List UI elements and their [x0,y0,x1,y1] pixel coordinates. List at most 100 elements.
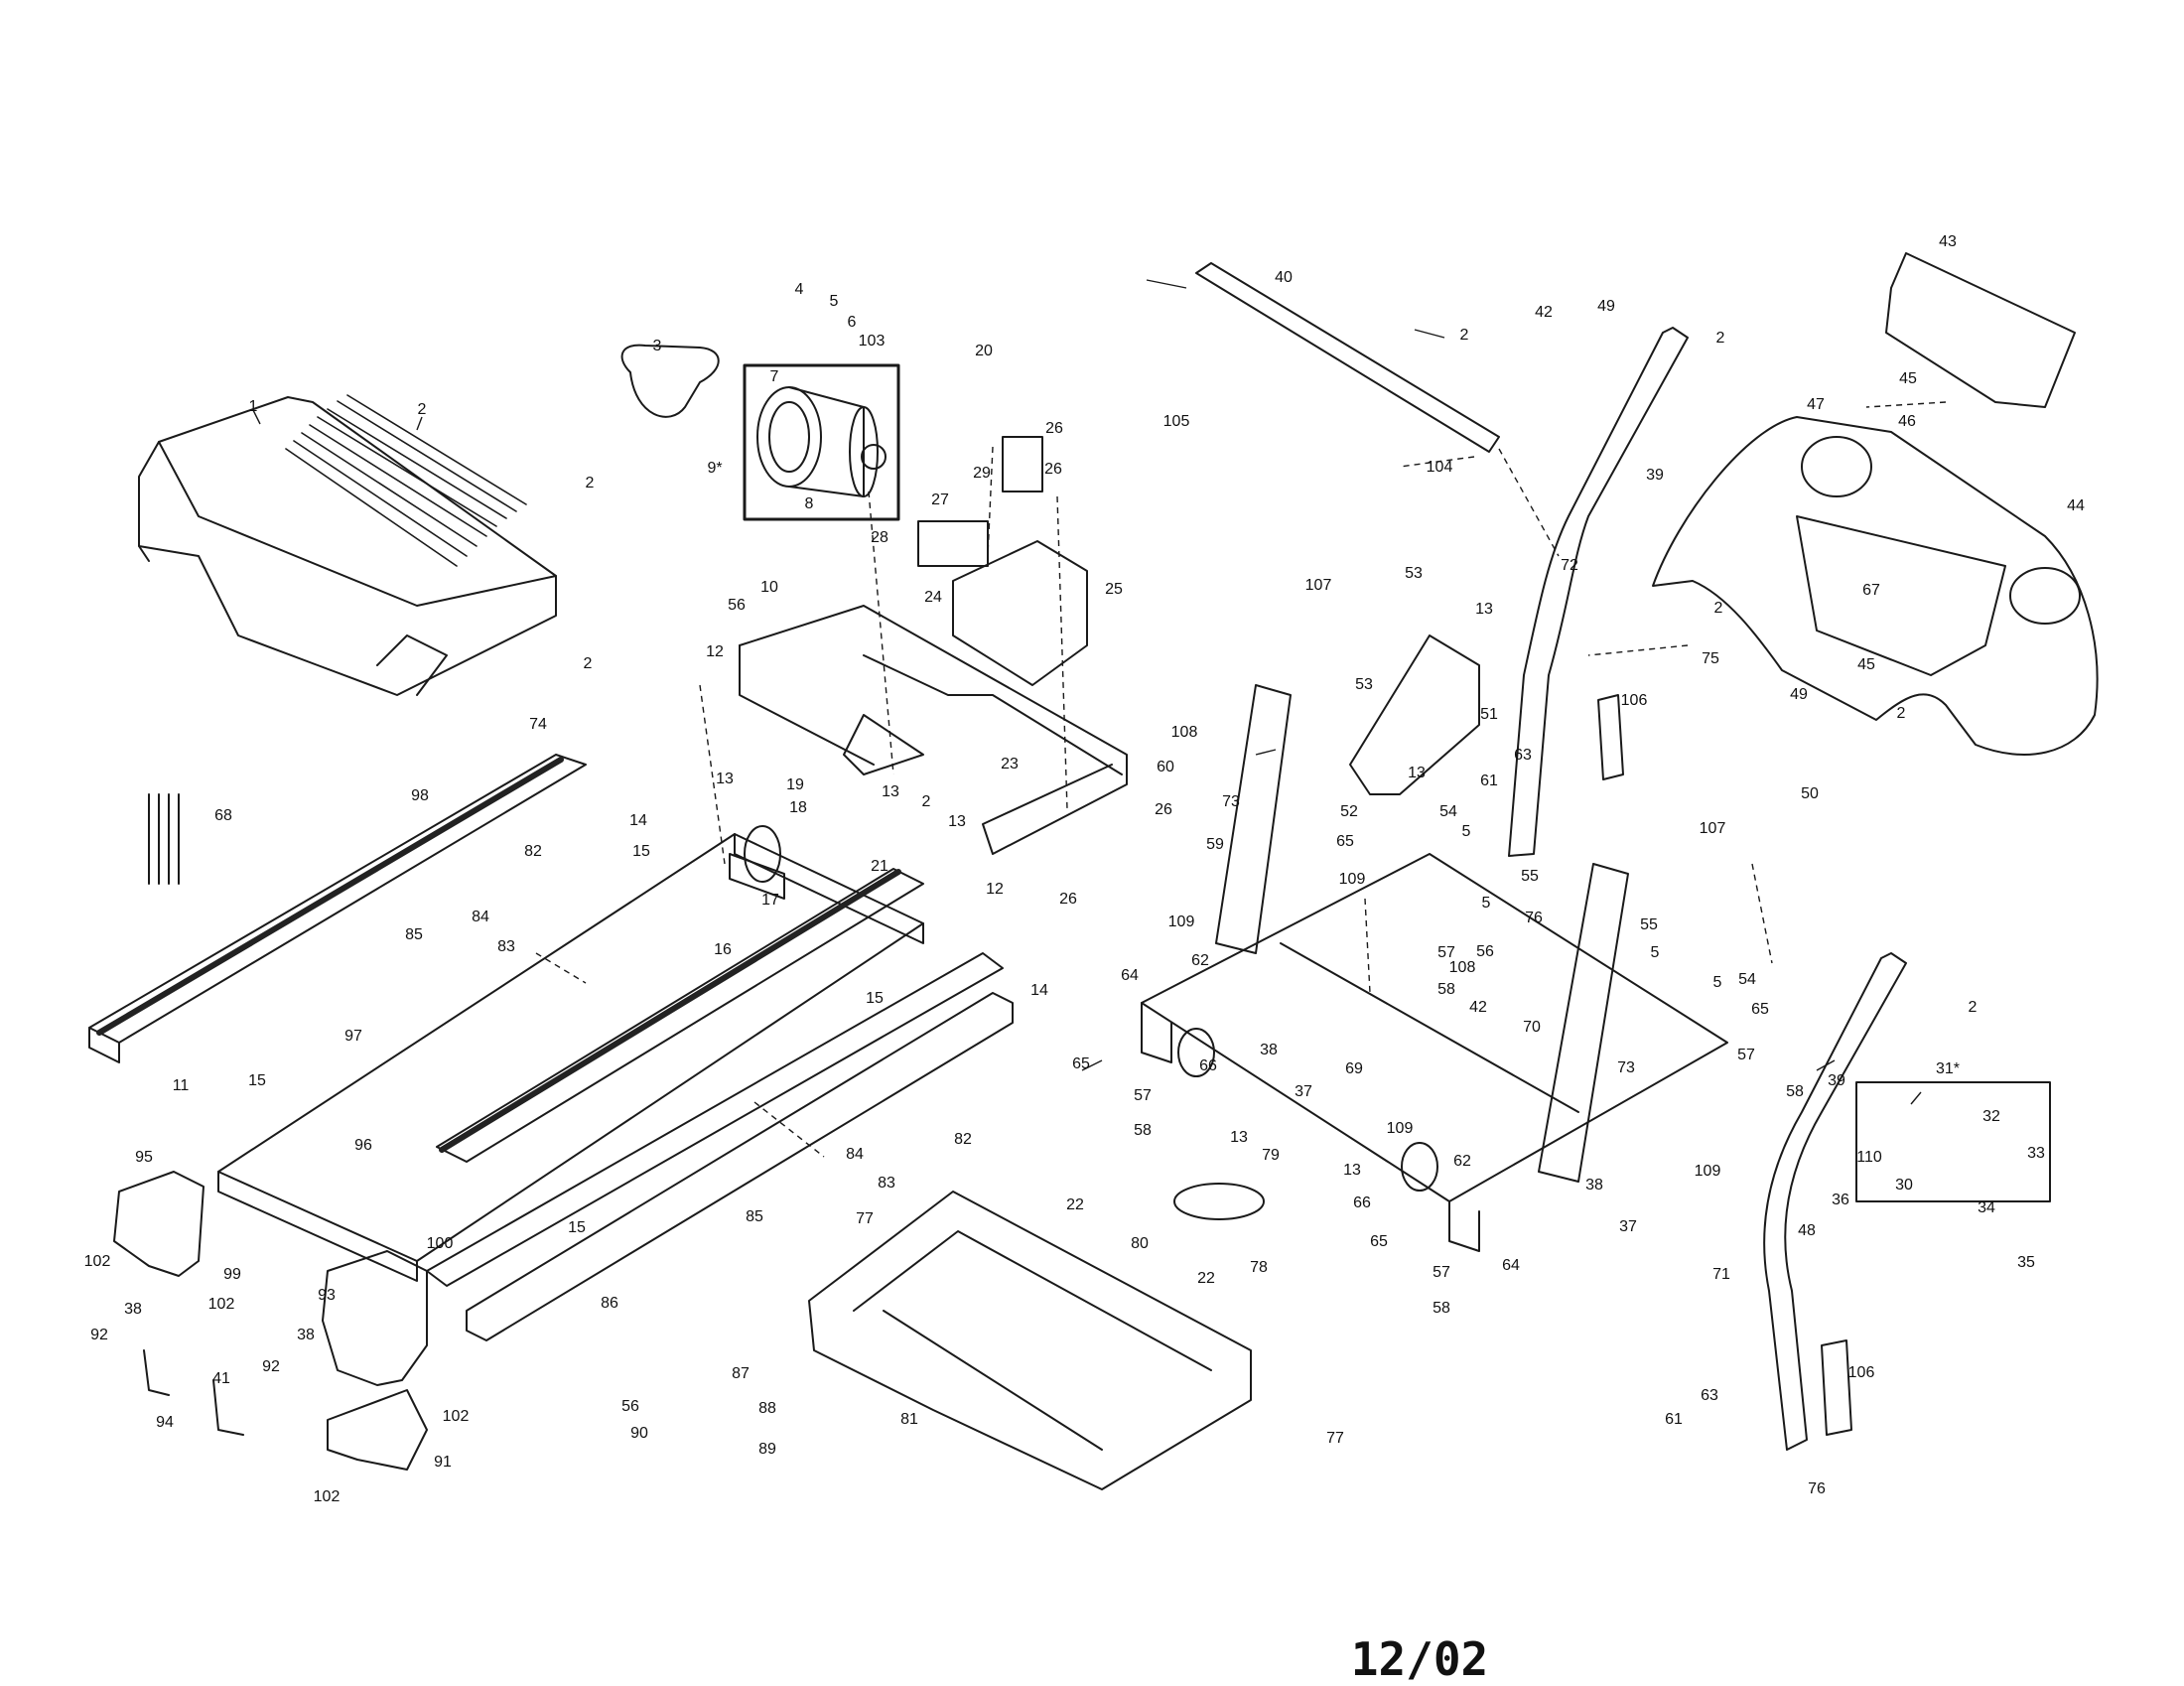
callout-12: 12 [706,643,724,660]
callout-6: 6 [847,314,857,331]
callout-27: 27 [931,492,949,508]
upright-end-cap-left [1597,694,1624,780]
callout-74: 74 [529,716,547,733]
callout-109: 109 [1167,913,1195,930]
leader-lines [535,401,1947,1158]
callout-13: 13 [1408,765,1426,781]
callout-102: 102 [442,1408,470,1425]
callout-77: 77 [856,1210,874,1227]
callout-51: 51 [1480,706,1498,723]
callout-102: 102 [207,1296,235,1313]
frame-leg-left [1215,684,1292,954]
callout-39: 39 [1646,467,1664,484]
callout-42: 42 [1535,304,1553,321]
callout-39: 39 [1828,1072,1845,1089]
callout-24: 24 [924,589,942,606]
callout-55: 55 [1640,916,1658,933]
callout-65: 65 [1336,833,1354,850]
callout-65: 65 [1751,1001,1769,1018]
callout-91: 91 [434,1454,452,1471]
callout-28: 28 [871,529,888,546]
callout-36: 36 [1832,1192,1849,1208]
callout-77: 77 [1326,1430,1344,1447]
callout-86: 86 [601,1295,618,1312]
upright-right [1763,952,1907,1451]
callout-45: 45 [1857,656,1875,673]
main-frame [1141,853,1728,1252]
callout-83: 83 [497,938,515,955]
callout-107: 107 [1304,577,1332,594]
callout-37: 37 [1295,1083,1312,1100]
callout-38: 38 [124,1301,142,1318]
callout-8: 8 [804,495,814,512]
callout-35: 35 [2017,1254,2035,1271]
callout-62: 62 [1453,1153,1471,1170]
callout-5: 5 [1461,823,1471,840]
callout-22: 22 [1197,1270,1215,1287]
callout-100: 100 [426,1235,454,1252]
callout-97: 97 [344,1028,362,1045]
callout-107: 107 [1699,820,1726,837]
controller-bracket [952,540,1088,686]
callout-45: 45 [1899,370,1917,387]
callout-70: 70 [1523,1019,1541,1036]
callout-25: 25 [1105,581,1123,598]
callout-57: 57 [1134,1087,1152,1104]
callout-73: 73 [1617,1059,1635,1076]
motor-hood [138,396,557,696]
callout-5: 5 [1481,895,1491,912]
callout-106: 106 [1847,1364,1875,1381]
callout-66: 66 [1353,1194,1371,1211]
hardware-kit-box [1855,1081,2051,1202]
controller-board [917,520,989,567]
callout-55: 55 [1521,868,1539,885]
callout-83: 83 [878,1175,895,1192]
callout-13: 13 [716,771,734,787]
callout-15: 15 [632,843,650,860]
callout-106: 106 [1620,692,1648,709]
callout-52: 52 [1340,803,1358,820]
callout-56: 56 [728,597,746,614]
callout-2: 2 [585,475,595,492]
cable-ties [148,793,180,885]
callout-76: 76 [1808,1480,1826,1497]
callout-50: 50 [1801,785,1819,802]
callout-2: 2 [1459,327,1469,344]
transformer [1002,436,1043,492]
callout-4: 4 [794,281,804,298]
callout-64: 64 [1121,967,1139,984]
callout-61: 61 [1665,1411,1683,1428]
callout-82: 82 [954,1131,972,1148]
callout-102: 102 [313,1488,341,1505]
callout-38: 38 [297,1327,315,1343]
callout-58: 58 [1134,1122,1152,1139]
callout-2: 2 [1715,330,1725,347]
callout-49: 49 [1790,686,1808,703]
rear-cap-right [322,1250,428,1386]
callout-5: 5 [829,293,839,310]
side-rail-left [88,754,587,1063]
callout-110: 110 [1856,1149,1882,1166]
callout-71: 71 [1712,1266,1730,1283]
callout-69: 69 [1345,1060,1363,1077]
callout-103: 103 [858,333,886,350]
callout-59: 59 [1206,836,1224,853]
callout-5: 5 [1712,974,1722,991]
callout-89: 89 [758,1441,776,1458]
callout-92: 92 [90,1327,108,1343]
crossbar-tube [1195,262,1500,453]
callout-82: 82 [524,843,542,860]
console-base [1652,416,2099,756]
callout-109: 109 [1386,1120,1414,1137]
callout-73: 73 [1222,793,1240,810]
callout-90: 90 [630,1425,648,1442]
callout-32: 32 [1982,1108,2000,1125]
callout-94: 94 [156,1414,174,1431]
incline-motor [1349,634,1480,795]
callout-44: 44 [2067,497,2085,514]
callout-12: 12 [986,881,1004,898]
callout-66: 66 [1199,1057,1217,1074]
callout-7: 7 [769,368,779,385]
callout-13: 13 [1343,1162,1361,1179]
